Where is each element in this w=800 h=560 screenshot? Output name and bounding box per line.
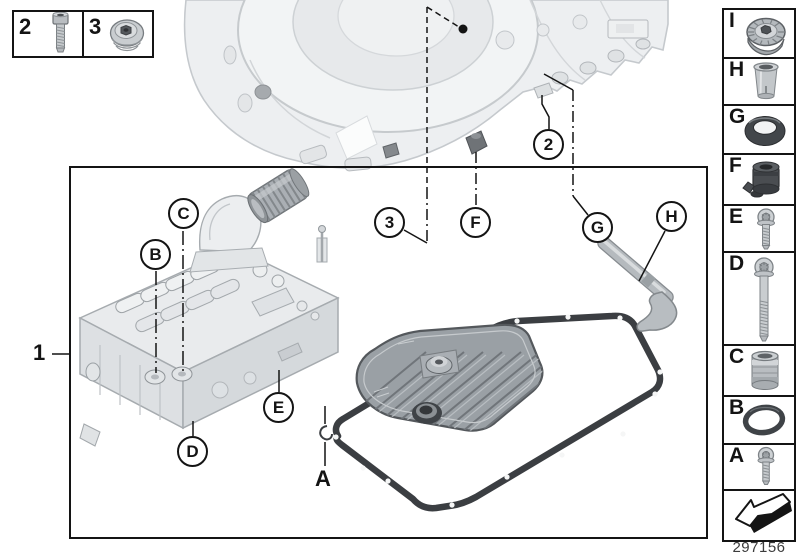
callout-G[interactable]: G bbox=[582, 212, 613, 243]
legend-item-D[interactable]: D bbox=[722, 251, 796, 346]
callout-2[interactable]: 2 bbox=[533, 129, 564, 160]
legend-footer-arrow[interactable] bbox=[722, 489, 796, 542]
screw-plug-icon bbox=[109, 19, 145, 52]
legend-letter-B: B bbox=[729, 396, 745, 419]
legend-item-C[interactable]: C bbox=[722, 344, 796, 397]
kit-item-2-label: 2 bbox=[19, 14, 32, 39]
rubber-plug-icon bbox=[742, 161, 780, 198]
metal-sleeve-icon bbox=[753, 62, 779, 100]
guide-rod-drawing bbox=[597, 236, 678, 332]
legend-item-E[interactable]: E bbox=[722, 204, 796, 253]
gasket-bolt-a-label[interactable]: A bbox=[315, 466, 331, 491]
legend-letter-F: F bbox=[729, 154, 742, 177]
callout-C[interactable]: C bbox=[168, 198, 199, 229]
legend-item-A[interactable]: A bbox=[722, 443, 796, 491]
callout-D[interactable]: D bbox=[177, 436, 208, 467]
legend-item-I[interactable]: I bbox=[722, 8, 796, 59]
legend-letter-G: G bbox=[729, 105, 746, 128]
callout-F[interactable]: F bbox=[460, 207, 491, 238]
torx-bolt-short-icon bbox=[757, 446, 775, 485]
seal-ring-icon bbox=[744, 116, 786, 146]
torx-bolt-long-icon bbox=[754, 257, 774, 342]
direction-arrow-icon bbox=[735, 493, 792, 533]
connector-sleeve-drawing bbox=[247, 168, 310, 224]
legend-letter-E: E bbox=[729, 205, 744, 228]
repair-kit-group-box bbox=[69, 166, 708, 539]
callout-E[interactable]: E bbox=[263, 392, 294, 423]
legend-item-B[interactable]: B bbox=[722, 395, 796, 445]
legend-letter-C: C bbox=[729, 345, 745, 368]
knurled-nut-icon bbox=[746, 17, 786, 56]
legend-item-H[interactable]: H bbox=[722, 57, 796, 106]
valve-body-drawing bbox=[78, 168, 340, 447]
oil-filter-drawing bbox=[355, 323, 544, 432]
legend-letter-I: I bbox=[729, 9, 735, 32]
legend-letter-D: D bbox=[729, 252, 745, 275]
o-ring-icon bbox=[742, 404, 786, 436]
legend-item-F[interactable]: F bbox=[722, 153, 796, 206]
kit-item-3[interactable]: 3 bbox=[82, 12, 152, 56]
diagram-part-number: 297156 bbox=[732, 539, 786, 556]
kit-item-3-label: 3 bbox=[89, 14, 102, 39]
bolt-location-dot bbox=[458, 24, 468, 34]
legend-item-G[interactable]: G bbox=[722, 104, 796, 155]
legend-letter-A: A bbox=[729, 444, 745, 467]
kit-items-box: 2 3 bbox=[12, 10, 154, 58]
leader-lines bbox=[52, 6, 666, 466]
group-1-label[interactable]: 1 bbox=[33, 340, 46, 365]
legend-letter-H: H bbox=[729, 58, 745, 81]
callout-3[interactable]: 3 bbox=[374, 207, 405, 238]
transmission-housing-drawing bbox=[183, 0, 669, 172]
callout-B[interactable]: B bbox=[140, 239, 171, 270]
bushing-icon bbox=[751, 350, 779, 390]
kit-item-2[interactable]: 2 bbox=[14, 12, 82, 56]
callout-H[interactable]: H bbox=[656, 201, 687, 232]
torx-bolt-short-icon bbox=[757, 208, 775, 250]
socket-head-bolt-icon bbox=[52, 12, 69, 53]
